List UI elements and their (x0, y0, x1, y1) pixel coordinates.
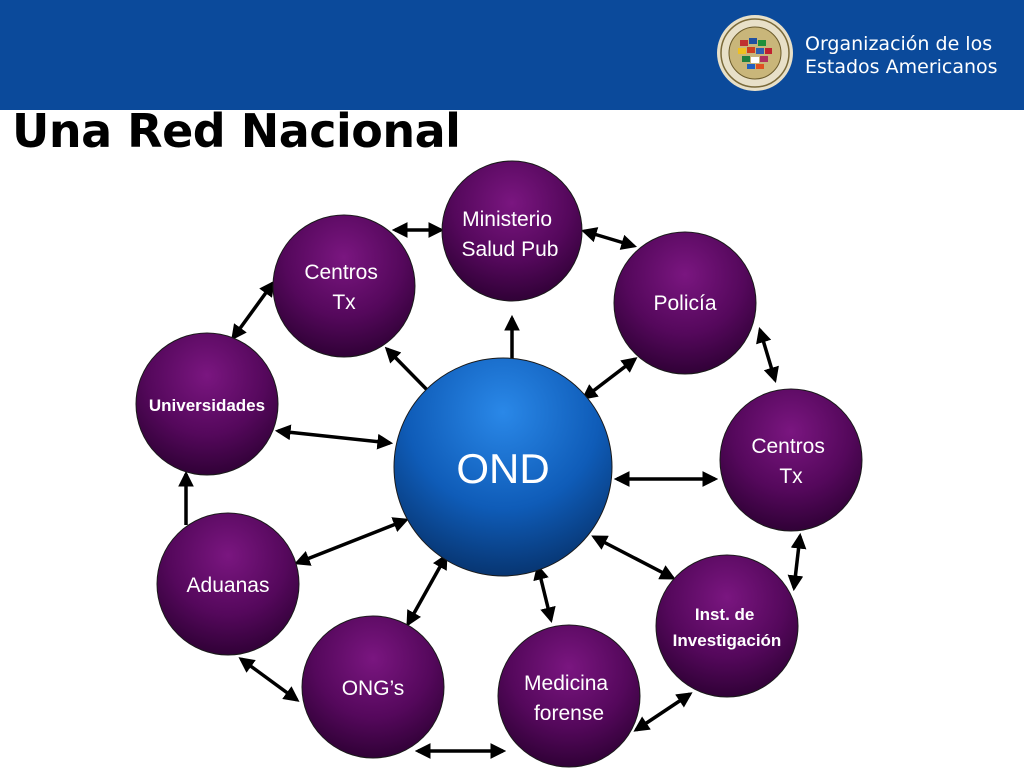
node-ministerio-line1: Ministerio (462, 208, 552, 231)
node-ministerio: Ministerio Salud Pub (441, 160, 583, 302)
header-bar (0, 0, 1024, 110)
node-universidades-line1: Universidades (149, 396, 265, 415)
center-node-label: OND (456, 445, 549, 492)
svg-text:ONG’s: ONG’s (342, 677, 405, 700)
node-centros-tx-1-line1: Centros (304, 261, 378, 284)
arrow-ond-ongs (406, 553, 448, 627)
arrow-centros2-inst (787, 532, 807, 592)
node-centros-tx-2: Centros Tx (719, 388, 863, 532)
org-name: Organización de los Estados Americanos (805, 33, 998, 79)
svg-text:Inst. de Investigación: Inst. de Investigación (673, 605, 782, 650)
node-policia: Policía (613, 231, 757, 375)
arrow-policia-centros2 (756, 326, 779, 384)
node-ministerio-line2: Salud Pub (462, 238, 559, 261)
page-title: Una Red Nacional (12, 104, 461, 158)
org-name-line1: Organización de los (805, 33, 993, 55)
oas-seal-icon (717, 15, 793, 91)
node-medicina-line2: forense (534, 702, 604, 725)
svg-text:Aduanas: Aduanas (187, 574, 270, 597)
node-aduanas: Aduanas (156, 512, 300, 656)
svg-text:Ministerio Salud Pub: Ministerio Salud Pub (462, 208, 559, 261)
node-inst-line1: Inst. de (695, 605, 755, 624)
node-universidades: Universidades (135, 332, 279, 476)
svg-text:Centros Tx: Centros Tx (304, 261, 383, 314)
arrow-ond-policia (581, 357, 638, 400)
node-ongs: ONG’s (301, 615, 445, 759)
arrow-ond-inst (591, 535, 676, 580)
arrow-universidades-centros1 (231, 280, 275, 341)
svg-text:Universidades: Universidades (149, 396, 265, 415)
node-centros-tx-1: Centros Tx (272, 214, 416, 358)
node-medicina-line1: Medicina (524, 672, 608, 695)
node-centros-tx-2-line2: Tx (779, 465, 803, 488)
node-ongs-line1: ONG’s (342, 677, 405, 700)
node-aduanas-line1: Aduanas (187, 574, 270, 597)
center-node-ond: OND (393, 357, 613, 577)
node-medicina-forense: Medicina forense (497, 624, 641, 768)
svg-text:Centros Tx: Centros Tx (751, 435, 830, 488)
node-centros-tx-2-line1: Centros (751, 435, 825, 458)
svg-text:Policía: Policía (653, 292, 716, 315)
arrow-ond-aduanas (294, 517, 409, 566)
node-inst-line2: Investigación (673, 631, 782, 650)
svg-text:Medicina forense: Medicina forense (524, 672, 614, 725)
arrow-inst-medicina (633, 692, 693, 732)
arrow-ministerio-policia (580, 227, 638, 250)
node-inst-investigacion: Inst. de Investigación (655, 554, 799, 698)
node-centros-tx-1-line2: Tx (332, 291, 356, 314)
arrow-ond-medicina (533, 563, 556, 624)
org-name-line2: Estados Americanos (805, 56, 998, 78)
node-policia-line1: Policía (653, 292, 716, 315)
arrow-ond-universidades (274, 424, 394, 450)
arrow-ongs-aduanas (238, 657, 300, 702)
